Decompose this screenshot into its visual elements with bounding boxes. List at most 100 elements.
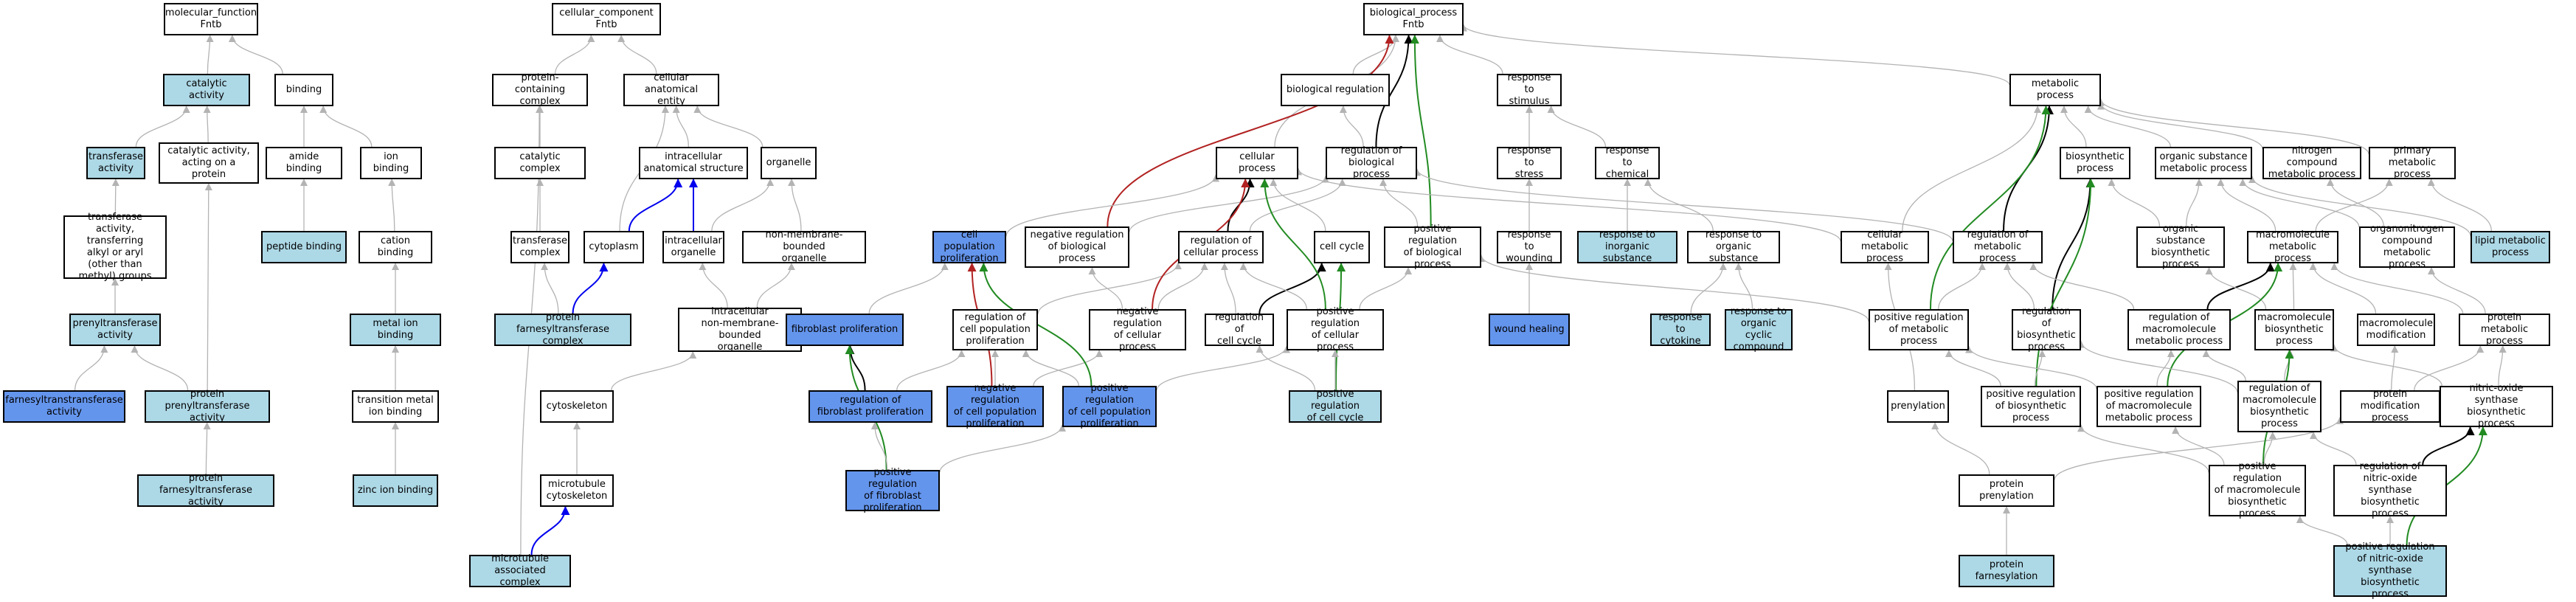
go-term-node: zinc ion binding (353, 474, 438, 507)
go-term-node: cytoplasm (584, 231, 644, 263)
go-term-node: response to cytokine (1650, 312, 1711, 347)
edge-gray (204, 183, 212, 391)
go-term-node: intracellular organelle (662, 231, 724, 263)
go-term-node: peptide binding (261, 231, 347, 263)
edge-gray (611, 351, 697, 391)
go-term-node: metal ion binding (350, 314, 441, 346)
go-term-node: response to wounding (1497, 229, 1562, 264)
go-term-node: macromolecule metabolic process (2247, 229, 2338, 264)
go-term-node: intracellular non-membrane-bounded organ… (678, 306, 802, 353)
go-term-node: cell cycle (1314, 231, 1370, 263)
go-term-node: prenylation (1887, 390, 1949, 423)
edge-gray (2108, 179, 2161, 227)
go-term-node: catalytic activity, acting on a protein (159, 142, 259, 184)
edge-gray (554, 35, 595, 75)
go-term-node: fibroblast proliferation (786, 314, 904, 346)
go-term-node: biological_process Fntb (1363, 3, 1464, 35)
go-term-node: regulation of cell cycle (1205, 312, 1274, 347)
go-term-node: positive regulation of metabolic process (1869, 309, 1969, 350)
go-term-node: wound healing (1489, 314, 1570, 346)
go-term-node: response to inorganic substance (1577, 229, 1677, 264)
edge-gray (617, 35, 657, 75)
edge-gray (939, 423, 1066, 473)
go-term-node: positive regulation of cellular process (1287, 306, 1384, 353)
edge-gray (2414, 345, 2485, 391)
go-term-node: response to stress (1497, 145, 1562, 180)
edge-gray (203, 422, 211, 475)
edge-gray (1547, 105, 1607, 148)
go-term-node: regulation of cell population proliferat… (952, 309, 1038, 350)
edge-green (1410, 35, 1432, 227)
edge-gray (135, 105, 190, 148)
edge-gray (788, 179, 802, 232)
edge-gray (2185, 179, 2203, 227)
edge-gray (756, 263, 795, 308)
edge-gray (2427, 179, 2492, 232)
go-term-node: negative regulation of biological proces… (1025, 226, 1129, 268)
go-term-node: positive regulation of macromolecule bio… (2209, 461, 2306, 519)
go-term-node: metabolic process (2009, 74, 2101, 106)
go-term-node: regulation of biological process (1326, 145, 1417, 180)
go-term-node: response to organic cyclic compound (1725, 306, 1793, 353)
go-term-node: negative regulation of cellular process (1089, 306, 1186, 353)
edge-gray (2239, 179, 2360, 228)
go-term-node: transferase complex (510, 231, 569, 263)
edge-gray (2003, 263, 2035, 310)
edge-gray (2202, 350, 2246, 381)
edge-gray (2330, 344, 2442, 387)
edge-gray (1088, 267, 1123, 310)
edge-black (845, 345, 866, 391)
edge-gray (2035, 350, 2046, 387)
edge-gray (2263, 432, 2276, 466)
go-term-node: negative regulation of cell population p… (946, 383, 1044, 429)
go-term-node: microtubule cytoskeleton (540, 474, 614, 507)
go-term-node: positive regulation of cell cycle (1289, 389, 1382, 423)
edge-gray (1478, 255, 1869, 322)
edge-gray (2097, 98, 2369, 155)
edge-gray (1931, 422, 1990, 475)
go-term-node: regulation of biosynthetic process (2012, 306, 2081, 353)
edge-gray (2428, 267, 2486, 314)
edge-gray (388, 179, 396, 232)
go-term-node: binding (274, 74, 333, 106)
edge-gray (2310, 432, 2357, 466)
edge-gray (1965, 345, 2097, 390)
edge-gray (1945, 350, 2001, 387)
go-term-node: regulation of cellular process (1178, 231, 1264, 263)
edge-gray (1295, 167, 1841, 242)
edge-gray (1359, 267, 1412, 310)
edge-green (1260, 179, 1326, 310)
edge-black (2422, 426, 2475, 466)
go-term-node: prenyltransferase activity (69, 314, 161, 346)
go-term-node: positive regulation of biological proces… (1384, 224, 1481, 270)
go-term-node: cellular anatomical entity (623, 72, 719, 107)
edge-gray (693, 105, 764, 148)
edge-gray (1413, 168, 1953, 241)
go-term-node: farnesyltranstransferase activity (3, 390, 125, 423)
edge-gray (203, 105, 211, 143)
go-term-node: response to chemical (1595, 145, 1660, 180)
go-term-node: regulation of nitric-oxide synthase bios… (2333, 461, 2447, 519)
go-term-node: amide binding (266, 147, 342, 179)
edge-gray (2172, 426, 2225, 466)
edge-gray (672, 105, 689, 148)
go-term-node: cation binding (359, 231, 432, 263)
edge-gray (1249, 179, 1346, 232)
edge-gray (2326, 179, 2384, 227)
edge-green (1929, 105, 2051, 310)
edge-gray (319, 105, 373, 148)
go-term-node: macromolecule modification (2357, 314, 2435, 346)
edge-gray (1379, 179, 1419, 227)
go-term-node: biosynthetic process (2060, 147, 2130, 179)
edge-gray (2330, 263, 2464, 314)
edge-gray (870, 422, 888, 471)
edge-gray (1157, 263, 1208, 310)
edge-gray (868, 263, 949, 314)
go-term-node: nitric-oxide synthase biosynthetic proce… (2440, 383, 2553, 429)
edge-gray (1690, 263, 1727, 314)
edge-gray (2084, 105, 2171, 148)
edge-gray (2391, 345, 2399, 391)
go-term-node: protein farnesylation (1959, 555, 2054, 587)
